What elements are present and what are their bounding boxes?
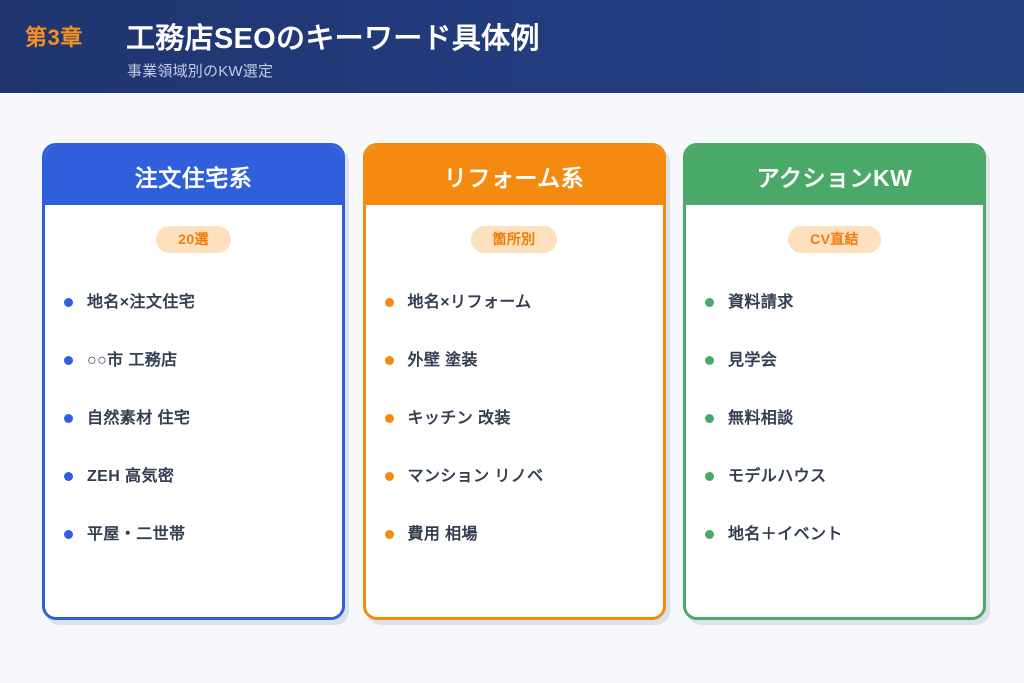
keyword-cards-row: 注文住宅系 20選 地名×注文住宅 ○○市 工務店 自然素材 住宅 (42, 143, 986, 621)
card-badge: 20選 (156, 226, 231, 254)
bullet-dot-icon (705, 355, 714, 365)
list-item[interactable]: マンション リノベ (384, 447, 663, 505)
bullet-dot-icon (384, 529, 394, 539)
keyword-label: ZEH 高気密 (87, 467, 175, 485)
list-item[interactable]: 平屋・二世帯 (64, 505, 342, 563)
keyword-card-action-kw[interactable]: アクションKW CV直結 資料請求 見学会 無料相談 (683, 143, 986, 620)
bullet-dot-icon (705, 471, 714, 481)
card-header-action-kw: アクションKW (686, 146, 983, 205)
bullet-dot-icon (384, 413, 394, 423)
card-title: リフォーム系 (443, 164, 585, 191)
list-item[interactable]: 地名×注文住宅 (64, 273, 342, 331)
bullet-dot-icon (64, 529, 73, 539)
bullet-dot-icon (64, 355, 73, 365)
page-title: 工務店SEOのキーワード具体例 (126, 23, 540, 55)
badge-wrap: CV直結 (686, 226, 983, 254)
keyword-label: 地名＋イベント (728, 525, 843, 543)
keyword-label: 平屋・二世帯 (87, 525, 186, 543)
card-title: 注文住宅系 (134, 164, 253, 191)
list-item[interactable]: ○○市 工務店 (64, 331, 342, 389)
list-item[interactable]: 費用 相場 (384, 505, 663, 563)
keyword-label: 資料請求 (728, 293, 794, 311)
keyword-label: 自然素材 住宅 (87, 409, 191, 427)
keyword-label: 費用 相場 (407, 525, 478, 543)
card-badge: 箇所別 (470, 226, 558, 254)
badge-wrap: 20選 (45, 226, 342, 254)
keyword-list-action-kw: 資料請求 見学会 無料相談 モデルハウス 地名＋イベント (686, 273, 983, 563)
keyword-label: ○○市 工務店 (87, 351, 178, 369)
bullet-dot-icon (64, 413, 73, 423)
card-body-custom-home: 20選 地名×注文住宅 ○○市 工務店 自然素材 住宅 ZEH 高気密 (45, 205, 342, 617)
card-header-custom-home: 注文住宅系 (45, 146, 342, 205)
keyword-list-custom-home: 地名×注文住宅 ○○市 工務店 自然素材 住宅 ZEH 高気密 平屋・二世帯 (45, 273, 342, 563)
page-subtitle: 事業領域別のKW選定 (127, 63, 274, 80)
keyword-label: 地名×リフォーム (407, 293, 532, 311)
list-item[interactable]: 地名×リフォーム (384, 273, 663, 331)
bullet-dot-icon (705, 413, 714, 423)
keyword-label: 地名×注文住宅 (87, 293, 196, 311)
list-item[interactable]: ZEH 高気密 (64, 447, 342, 505)
list-item[interactable]: 無料相談 (705, 389, 983, 447)
keyword-card-custom-home[interactable]: 注文住宅系 20選 地名×注文住宅 ○○市 工務店 自然素材 住宅 (42, 143, 345, 620)
keyword-list-reform: 地名×リフォーム 外壁 塗装 キッチン 改装 マンション リノベ 費用 相場 (366, 273, 663, 563)
list-item[interactable]: モデルハウス (705, 447, 983, 505)
list-item[interactable]: 自然素材 住宅 (64, 389, 342, 447)
card-header-reform: リフォーム系 (365, 146, 663, 205)
card-title: アクションKW (756, 164, 913, 191)
bullet-dot-icon (705, 297, 714, 307)
keyword-label: マンション リノベ (407, 467, 544, 485)
bullet-dot-icon (64, 471, 73, 481)
keyword-card-reform[interactable]: リフォーム系 箇所別 地名×リフォーム 外壁 塗装 キッチン 改装 (362, 143, 666, 620)
list-item[interactable]: 資料請求 (705, 273, 983, 331)
keyword-label: 外壁 塗装 (407, 351, 478, 369)
bullet-dot-icon (705, 529, 714, 539)
list-item[interactable]: 見学会 (705, 331, 983, 389)
card-body-reform: 箇所別 地名×リフォーム 外壁 塗装 キッチン 改装 マンション リノベ (365, 205, 663, 617)
list-item[interactable]: 地名＋イベント (705, 505, 983, 563)
keyword-label: 見学会 (728, 351, 778, 369)
bullet-dot-icon (384, 471, 394, 481)
card-badge: CV直結 (788, 226, 881, 254)
bullet-dot-icon (384, 297, 394, 307)
keyword-label: キッチン 改装 (407, 409, 511, 427)
bullet-dot-icon (384, 355, 394, 365)
keyword-label: モデルハウス (728, 467, 827, 485)
slide-header-band: 第3章 工務店SEOのキーワード具体例 事業領域別のKW選定 (0, 0, 1024, 93)
bullet-dot-icon (64, 297, 73, 307)
keyword-label: 無料相談 (728, 409, 794, 427)
badge-wrap: 箇所別 (366, 226, 663, 254)
list-item[interactable]: キッチン 改装 (384, 389, 663, 447)
card-body-action-kw: CV直結 資料請求 見学会 無料相談 モデルハウス (686, 205, 983, 617)
list-item[interactable]: 外壁 塗装 (384, 331, 663, 389)
chapter-label: 第3章 (25, 25, 83, 50)
